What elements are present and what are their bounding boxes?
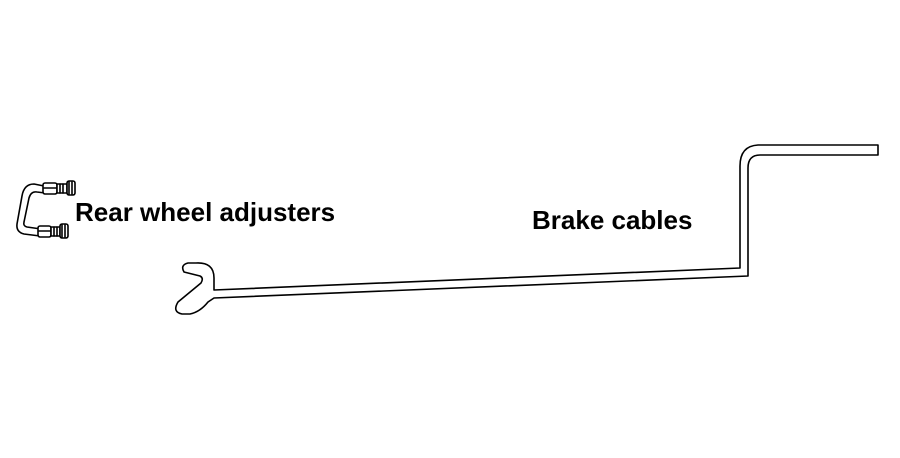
cable-rod-icon [174,144,879,315]
cable-rod-outline [174,144,879,315]
upper-adjuster-icon [42,180,76,196]
brake-cables-label: Brake cables [532,205,693,235]
rear-wheel-adjusters-label: Rear wheel adjusters [75,197,336,227]
adjuster-bracket-icon [16,180,76,239]
lower-adjuster-icon [37,223,69,239]
